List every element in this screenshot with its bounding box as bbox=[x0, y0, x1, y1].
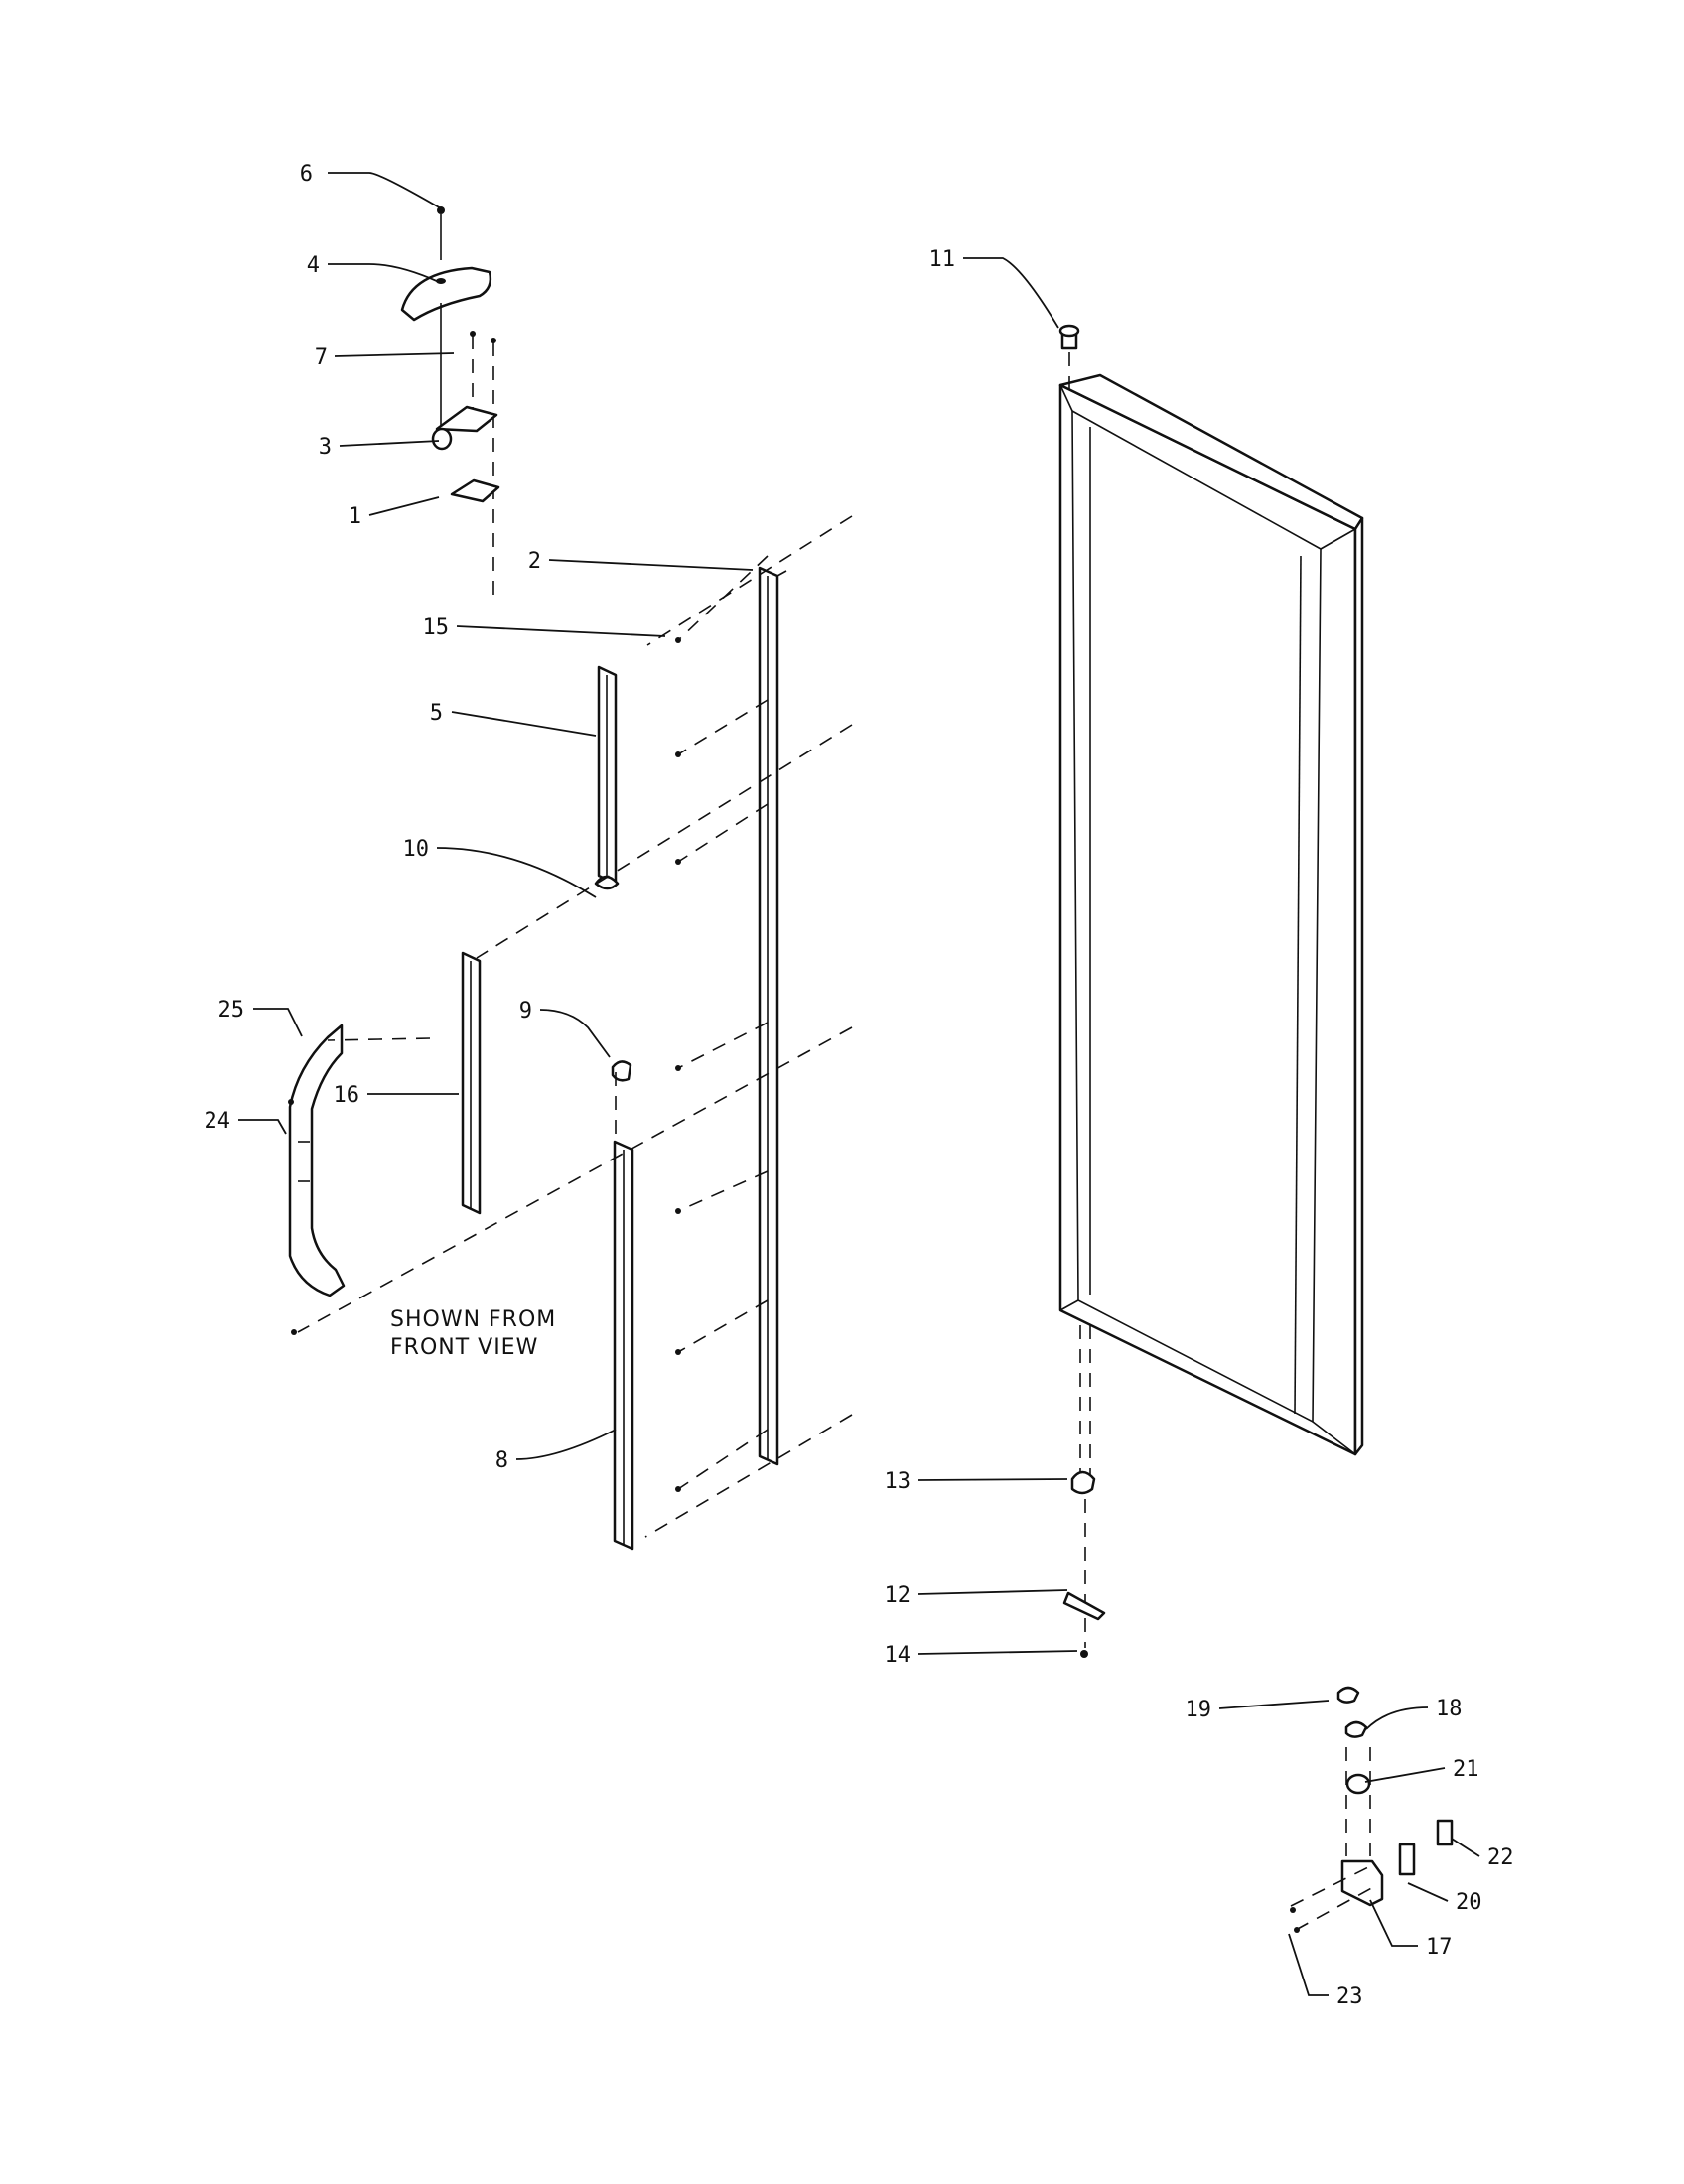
door-handle bbox=[288, 1024, 346, 1335]
top-hinge-group bbox=[400, 206, 500, 596]
callout-19: 19 bbox=[1186, 1698, 1212, 1722]
view-note: SHOWN FROM FRONT VIEW bbox=[390, 1307, 556, 1360]
alignment-lines bbox=[297, 515, 853, 1538]
callout-10: 10 bbox=[403, 837, 430, 862]
callout-leaders bbox=[238, 172, 1480, 1996]
callout-16: 16 bbox=[334, 1083, 360, 1108]
callout-15: 15 bbox=[423, 615, 450, 640]
callout-8: 8 bbox=[495, 1448, 508, 1473]
callout-14: 14 bbox=[885, 1643, 912, 1668]
callout-20: 20 bbox=[1456, 1890, 1482, 1915]
callout-22: 22 bbox=[1487, 1845, 1514, 1870]
callout-13: 13 bbox=[885, 1469, 912, 1494]
callout-2: 2 bbox=[528, 549, 541, 574]
callout-5: 5 bbox=[430, 701, 443, 726]
door-panel bbox=[1058, 373, 1364, 1456]
note-line-2: FRONT VIEW bbox=[390, 1335, 538, 1360]
callout-6: 6 bbox=[300, 162, 313, 187]
callout-18: 18 bbox=[1436, 1697, 1463, 1721]
trim-strips bbox=[461, 566, 787, 1551]
callout-24: 24 bbox=[205, 1109, 231, 1134]
callout-labels: 6 4 7 3 1 2 15 5 10 9 25 16 24 8 11 13 1… bbox=[205, 162, 1514, 2009]
top-pivot-bushing bbox=[1058, 324, 1080, 392]
callout-1: 1 bbox=[349, 504, 361, 529]
callout-9: 9 bbox=[519, 999, 532, 1024]
callout-25: 25 bbox=[218, 998, 245, 1023]
callout-11: 11 bbox=[929, 247, 956, 272]
callout-12: 12 bbox=[885, 1583, 912, 1608]
callout-4: 4 bbox=[307, 253, 320, 278]
callout-17: 17 bbox=[1426, 1935, 1453, 1960]
callout-23: 23 bbox=[1336, 1984, 1363, 2009]
bottom-hinge-assembly bbox=[1062, 1325, 1106, 1658]
callout-21: 21 bbox=[1453, 1757, 1479, 1782]
callout-3: 3 bbox=[319, 435, 332, 460]
note-line-1: SHOWN FROM bbox=[390, 1307, 556, 1332]
lower-hinge-group bbox=[1290, 1686, 1454, 1933]
callout-7: 7 bbox=[315, 345, 328, 370]
